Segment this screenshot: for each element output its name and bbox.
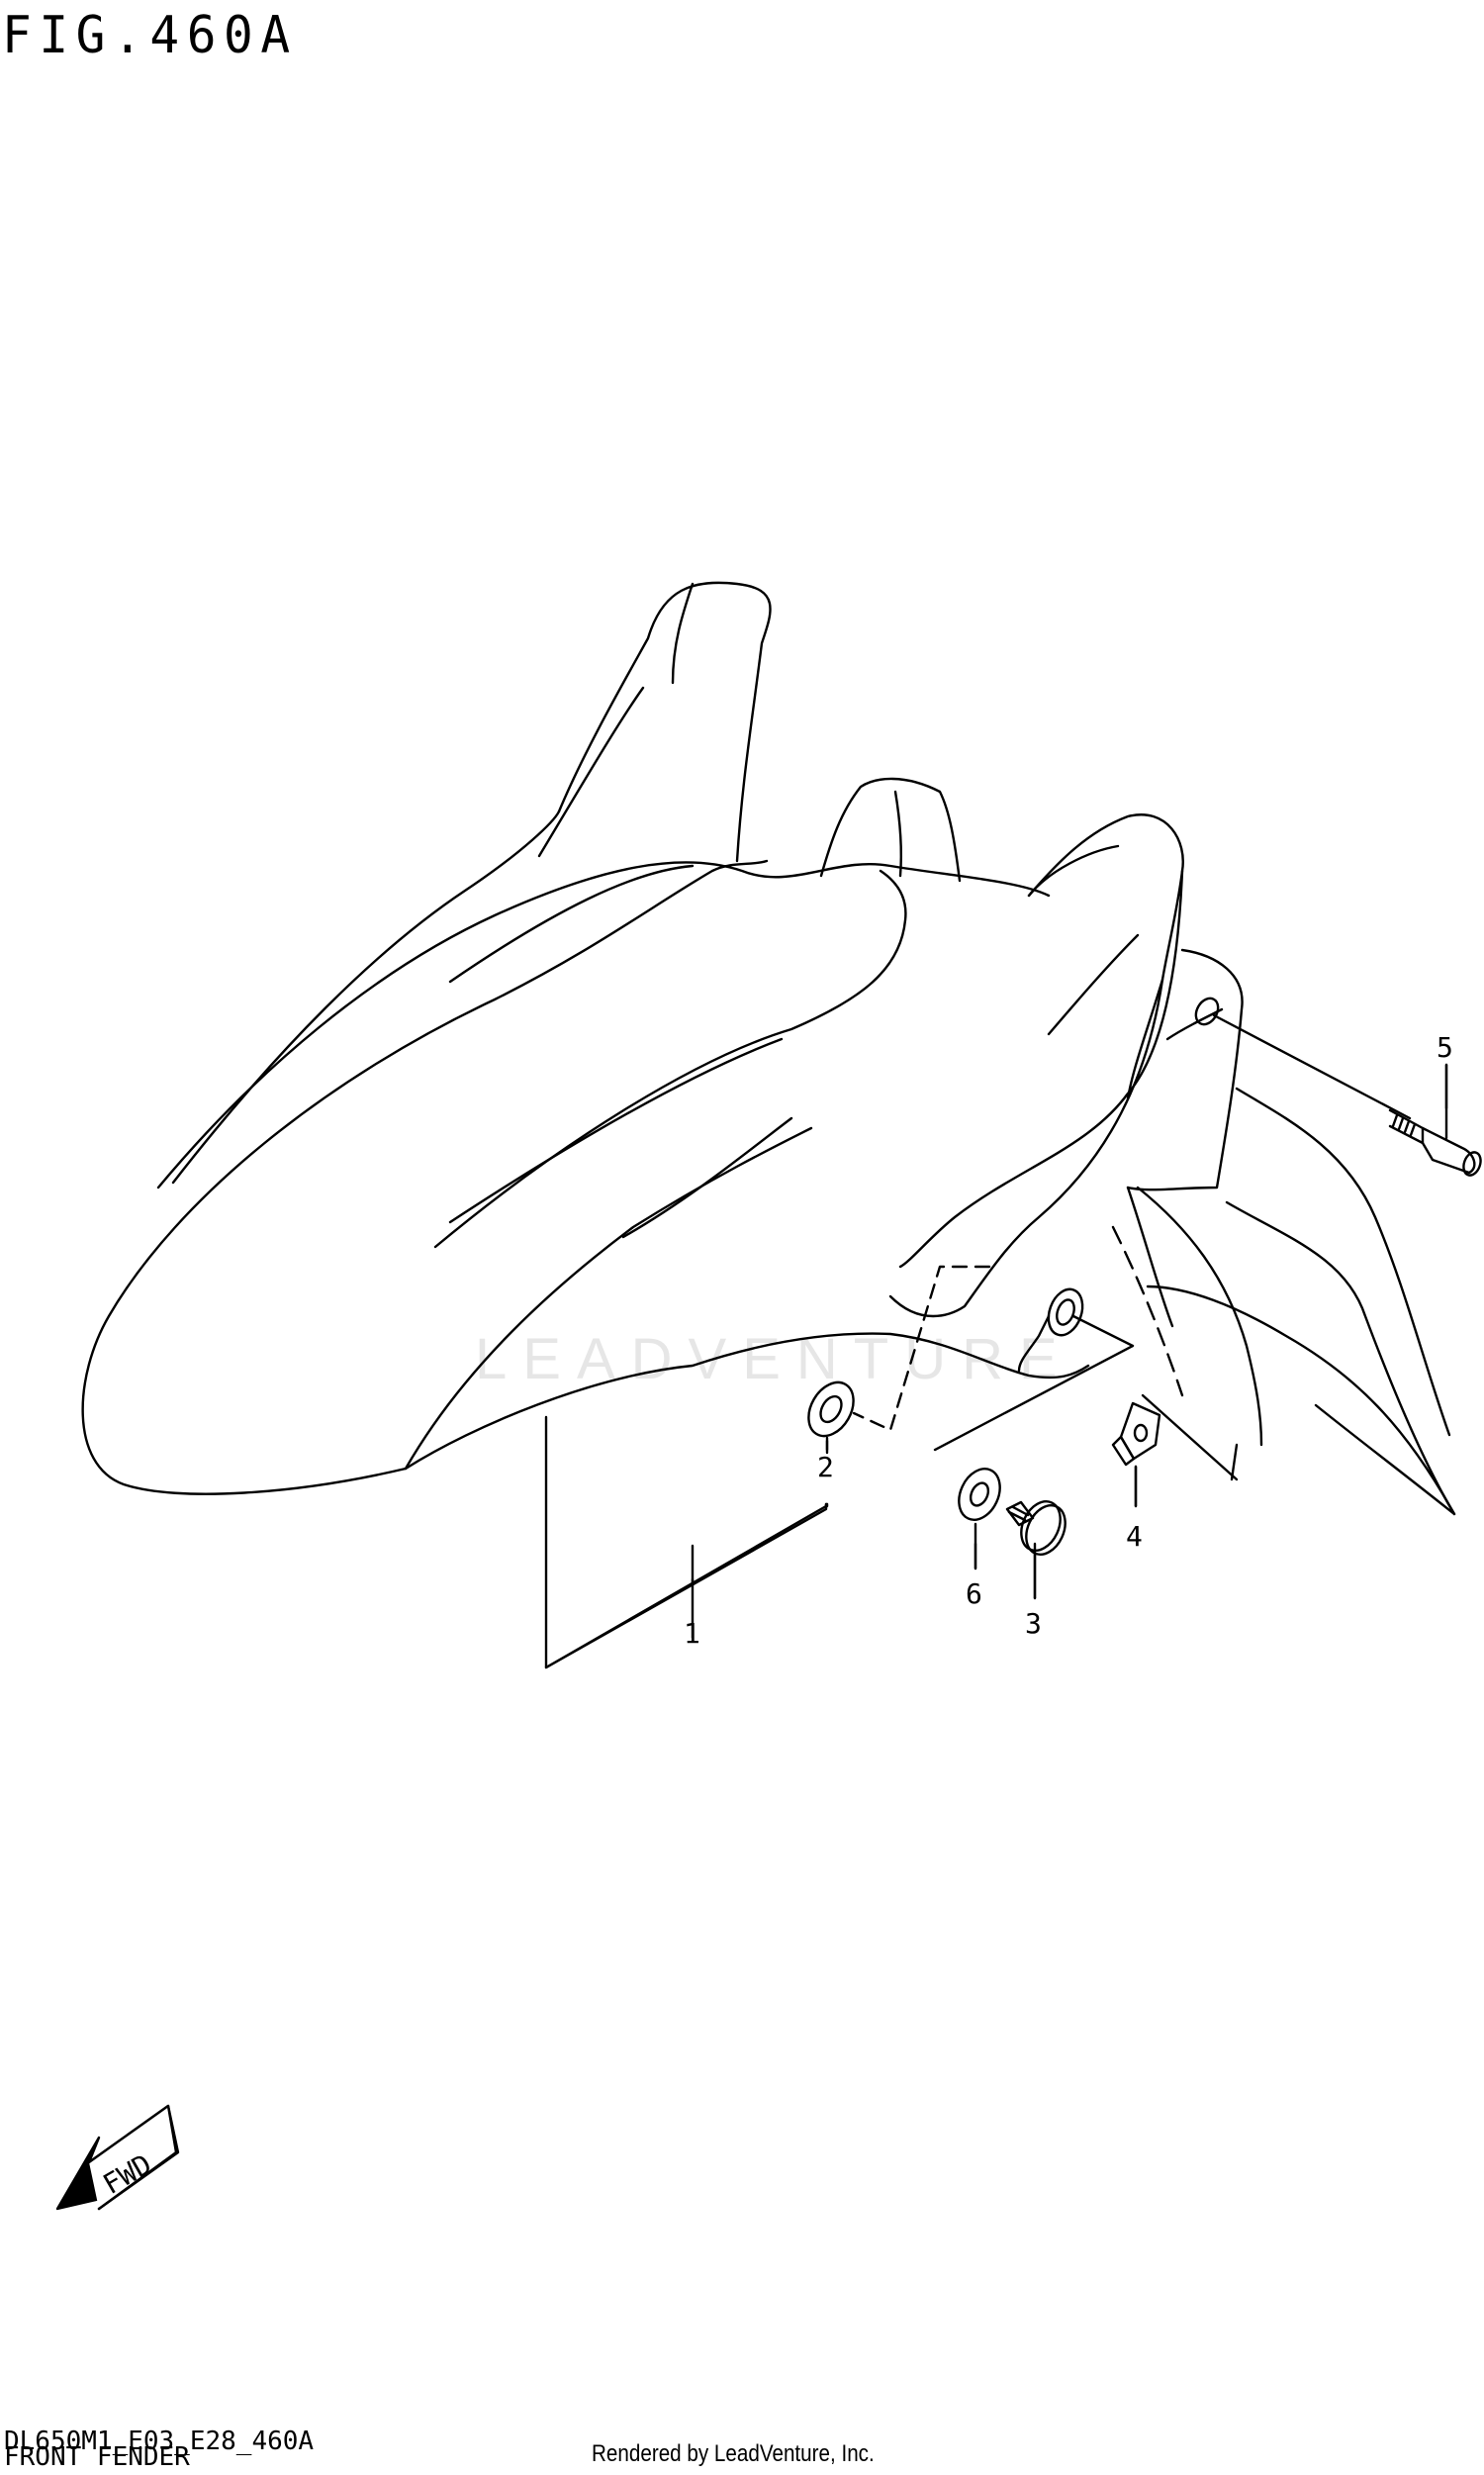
screw-part-3 <box>1005 1500 1067 1600</box>
leadventure-watermark: LEADVENTURE <box>475 1327 1073 1391</box>
callout-1: 1 <box>684 1617 700 1650</box>
washer-part-2 <box>807 1380 855 1455</box>
callout-4: 4 <box>1126 1520 1143 1553</box>
leader-lines <box>544 1013 1448 1669</box>
assembly-name: FRONT FENDER <box>4 2442 190 2472</box>
callout-3: 3 <box>1025 1607 1042 1640</box>
bolt-part-5 <box>1388 1063 1482 1177</box>
diagram-code: DL650M1_E03_E28_460A <box>4 2427 315 2456</box>
figure-title: FIG.460A <box>2 6 298 65</box>
washer-part-6 <box>958 1468 1001 1571</box>
rendered-by-credit: Rendered by LeadVenture, Inc. <box>592 2440 875 2467</box>
callout-labels: 1 2 3 4 5 6 <box>684 1031 1453 1650</box>
clip-nut-part-4 <box>1111 1401 1161 1508</box>
callout-2: 2 <box>817 1451 834 1483</box>
front-fender <box>81 581 1456 1516</box>
callout-5: 5 <box>1437 1031 1453 1064</box>
callout-6: 6 <box>966 1577 982 1610</box>
fwd-arrow: FWD <box>55 2104 180 2211</box>
